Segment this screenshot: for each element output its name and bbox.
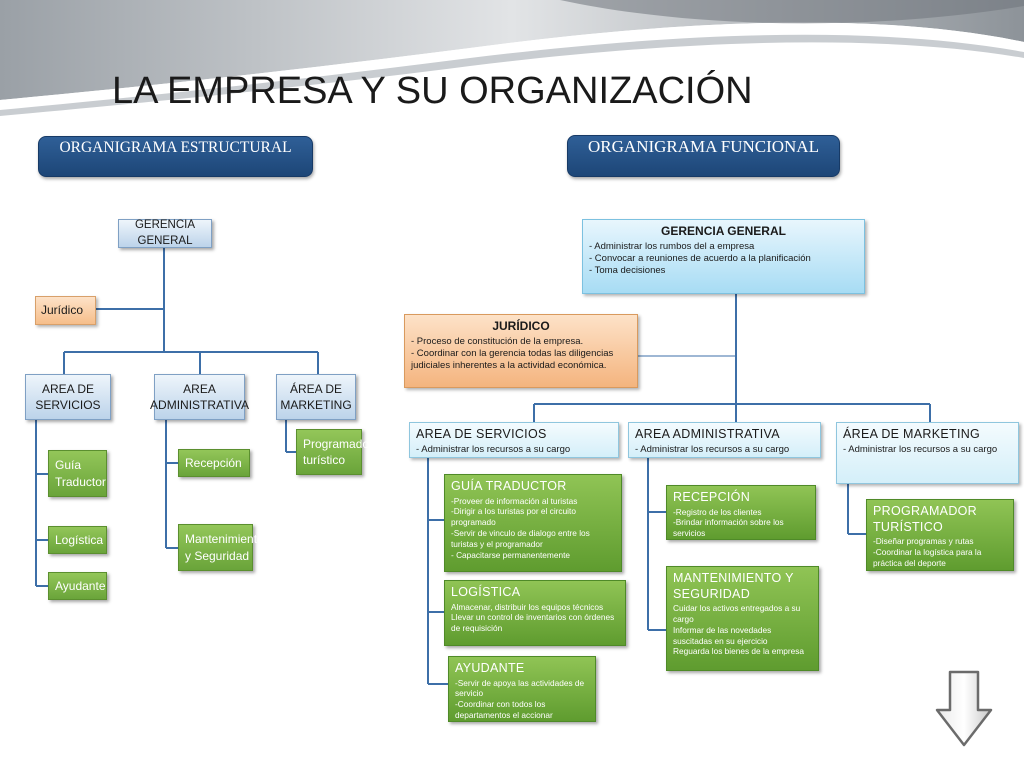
structural-gerencia-box: GERENCIA GENERAL — [118, 219, 212, 248]
structural-programador: Programador turístico — [296, 429, 373, 475]
functional-area-marketing: ÁREA DE MARKETING - Administrar los recu… — [836, 422, 1019, 484]
structural-ayudante-label: Ayudante — [55, 578, 106, 593]
functional-area-servicios-desc: - Administrar los recursos a su cargo — [416, 443, 571, 455]
functional-ayudante: AYUDANTE -Servir de apoya las actividade… — [448, 656, 596, 722]
functional-area-servicios-title: AREA DE SERVICIOS — [416, 427, 547, 441]
functional-guia-traductor: GUÍA TRADUCTOR -Proveer de información a… — [444, 474, 622, 572]
functional-guia-desc: -Proveer de información al turistas -Dir… — [451, 495, 590, 560]
functional-recepcion-title: RECEPCIÓN — [673, 490, 751, 504]
structural-gerencia-label: GERENCIA GENERAL — [134, 218, 196, 247]
structural-area-administrativa: AREA ADMINISTRATIVA — [150, 374, 249, 420]
structural-logistica-label: Logística — [55, 532, 104, 547]
functional-mantenimiento-desc: Cuidar los activos entregados a su cargo… — [673, 603, 804, 657]
structural-header: ORGANIGRAMA ESTRUCTURAL — [38, 136, 313, 177]
functional-header-label: ORGANIGRAMA FUNCIONAL — [588, 137, 819, 156]
structural-ayudante: Ayudante — [48, 572, 107, 600]
page-title: LA EMPRESA Y SU ORGANIZACIÓN — [112, 70, 753, 112]
structural-logistica: Logística — [48, 526, 107, 554]
structural-mantenimiento: Mantenimiento y Seguridad — [178, 524, 264, 571]
structural-guia-traductor: Guía Traductor — [48, 450, 107, 497]
functional-logistica-title: LOGÍSTICA — [451, 585, 521, 599]
functional-gerencia-box: GERENCIA GENERAL - Administrar los rumbo… — [582, 219, 865, 294]
functional-logistica: LOGÍSTICA Almacenar, distribuir los equi… — [444, 580, 626, 646]
structural-programador-label: Programador turístico — [303, 436, 374, 467]
structural-recepcion: Recepción — [178, 449, 250, 477]
structural-mantenimiento-label: Mantenimiento y Seguridad — [185, 532, 264, 563]
functional-juridico-box: JURÍDICO - Proceso de constitución de la… — [404, 314, 638, 388]
functional-recepcion: RECEPCIÓN -Registro de los clientes -Bri… — [666, 485, 816, 540]
structural-area-marketing-label: ÁREA DE MARKETING — [280, 381, 352, 412]
functional-ayudante-title: AYUDANTE — [455, 661, 525, 675]
functional-gerencia-title: GERENCIA GENERAL — [661, 224, 786, 238]
functional-mantenimiento-title: MANTENIMIENTO Y SEGURIDAD — [673, 571, 794, 601]
structural-recepcion-label: Recepción — [185, 455, 242, 470]
functional-area-marketing-desc: - Administrar los recursos a su cargo — [843, 443, 998, 455]
functional-area-administrativa-title: AREA ADMINISTRATIVA — [635, 427, 780, 441]
arrow-down-icon[interactable] — [934, 670, 994, 748]
functional-header: ORGANIGRAMA FUNCIONAL — [567, 135, 840, 177]
structural-header-label: ORGANIGRAMA ESTRUCTURAL — [59, 139, 292, 156]
functional-area-servicios: AREA DE SERVICIOS - Administrar los recu… — [409, 422, 619, 458]
functional-programador-desc: -Diseñar programas y rutas -Coordinar la… — [873, 536, 982, 568]
structural-area-marketing: ÁREA DE MARKETING — [276, 374, 356, 420]
functional-area-administrativa-desc: - Administrar los recursos a su cargo — [635, 443, 790, 455]
functional-gerencia-desc: - Administrar los rumbos del a empresa -… — [589, 241, 811, 276]
functional-programador-title: PROGRAMADOR TURÍSTICO — [873, 504, 978, 534]
structural-area-servicios: AREA DE SERVICIOS — [25, 374, 111, 420]
functional-mantenimiento: MANTENIMIENTO Y SEGURIDAD Cuidar los act… — [666, 566, 819, 671]
structural-juridico-box: Jurídico — [35, 296, 96, 325]
functional-programador: PROGRAMADOR TURÍSTICO -Diseñar programas… — [866, 499, 1014, 571]
functional-logistica-desc: Almacenar, distribuir los equipos técnic… — [451, 601, 615, 634]
background-swoosh — [0, 0, 1024, 116]
structural-area-servicios-label: AREA DE SERVICIOS — [35, 381, 101, 412]
functional-area-marketing-title: ÁREA DE MARKETING — [843, 427, 981, 441]
functional-juridico-title: JURÍDICO — [492, 319, 550, 333]
functional-area-administrativa: AREA ADMINISTRATIVA - Administrar los re… — [628, 422, 821, 458]
functional-juridico-desc: - Proceso de constitución de la empresa.… — [411, 336, 614, 371]
structural-guia-traductor-label: Guía Traductor — [55, 458, 106, 489]
structural-juridico-label: Jurídico — [41, 303, 84, 318]
functional-guia-title: GUÍA TRADUCTOR — [451, 479, 567, 493]
structural-area-administrativa-label: AREA ADMINISTRATIVA — [150, 381, 249, 412]
functional-ayudante-desc: -Servir de apoya las actividades de serv… — [455, 677, 585, 720]
functional-recepcion-desc: -Registro de los clientes -Brindar infor… — [673, 506, 784, 539]
